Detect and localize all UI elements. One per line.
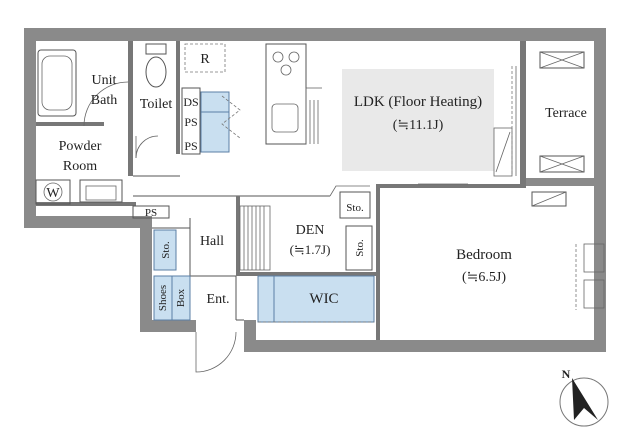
ds-label: DS — [183, 95, 198, 109]
bedroom-label-1: Bedroom — [456, 247, 512, 263]
ldk-heating-area — [342, 69, 494, 171]
den-storage-side — [345, 225, 373, 271]
box-label: Box — [175, 288, 187, 307]
ds-ps-closet — [181, 87, 201, 155]
ps-corridor — [132, 205, 170, 219]
compass-ring — [559, 377, 609, 427]
refrigerator-label: R — [200, 52, 210, 67]
den-label-2: (≒1.7J) — [290, 242, 331, 257]
basin — [79, 179, 123, 203]
powder-room-label-2: Room — [63, 159, 97, 174]
washer-space — [35, 179, 71, 205]
ldk-label-2: (≒11.1J) — [393, 118, 444, 133]
den-label-1: DEN — [296, 223, 325, 238]
den-sliding-panel — [239, 205, 271, 271]
washer-label: W — [46, 186, 60, 201]
hall-label: Hall — [200, 234, 224, 249]
toilet-door-arc — [135, 135, 159, 159]
ldk-label-1: LDK (Floor Heating) — [354, 94, 482, 110]
exterior-walls — [24, 28, 606, 352]
north-arrow-icon — [572, 378, 598, 420]
kitchen-counter — [265, 43, 322, 145]
ps-small-label: PS — [145, 207, 157, 219]
den-side-storage-label: Sto. — [354, 239, 366, 257]
ps-upper-label: PS — [184, 115, 197, 129]
unit-bath-label-2: Bath — [91, 93, 117, 108]
unit-bath-label-1: Unit — [92, 73, 117, 88]
wic-area — [257, 275, 375, 323]
entrance-label: Ent. — [207, 292, 230, 307]
bedroom-closet — [531, 191, 567, 207]
bedroom-label-2: (≒6.5J) — [462, 270, 506, 285]
terrace-units — [539, 51, 585, 173]
bathtub — [37, 49, 77, 117]
toilet-label: Toilet — [140, 97, 173, 112]
refrigerator-space — [184, 43, 226, 73]
terrace-label: Terrace — [545, 106, 587, 121]
bath-door-arc — [83, 81, 129, 127]
hall-storage-label: Sto. — [160, 241, 172, 259]
north-compass: N — [559, 367, 609, 427]
den-storage-top — [339, 191, 371, 219]
toilet-fixture — [145, 43, 167, 88]
powder-room-label-1: Powder — [59, 139, 102, 154]
bedroom-windows — [575, 243, 605, 310]
hall-storage — [153, 229, 177, 271]
entrance-door — [195, 331, 237, 373]
compass-north-label: N — [562, 367, 571, 381]
shoes-label: Shoes — [157, 285, 169, 311]
den-storage-label: Sto. — [346, 202, 364, 214]
wic-label: WIC — [309, 291, 338, 307]
ps-lower-label: PS — [184, 139, 197, 153]
